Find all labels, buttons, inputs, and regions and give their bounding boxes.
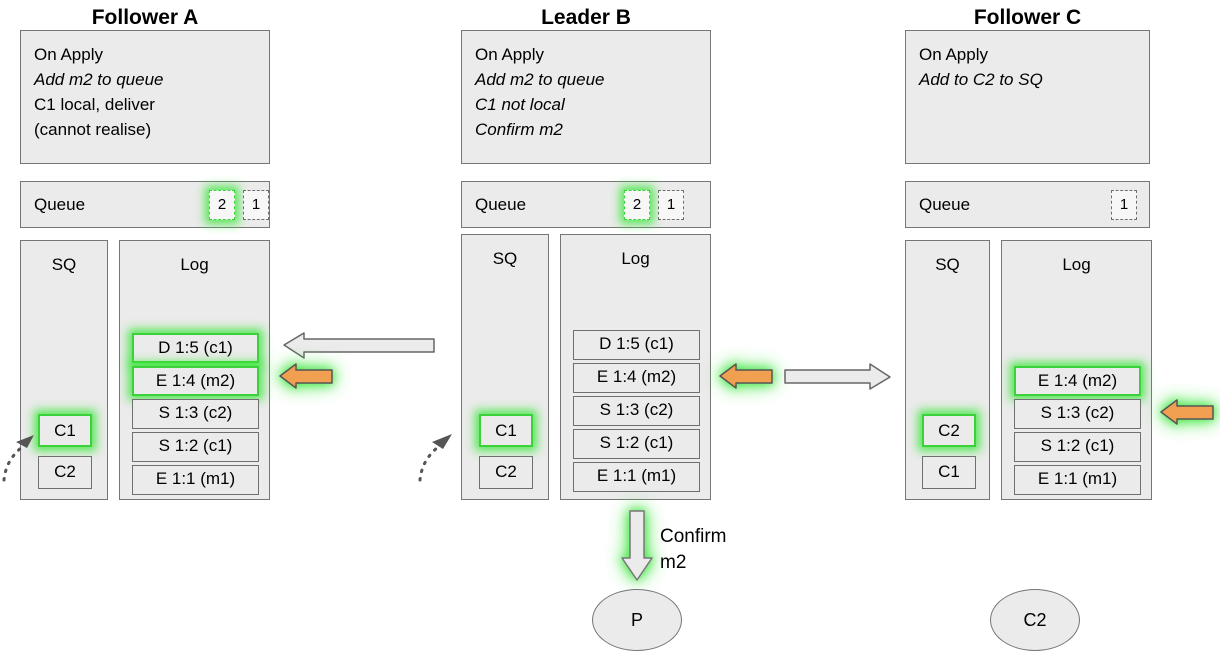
sq-item: C1 [922,456,976,489]
sq-title: SQ [492,249,518,268]
confirm-arrow-down [621,510,653,581]
log-entry: S 1:2 (c1) [573,429,700,459]
producer-node: P [592,589,682,651]
queue-item: 1 [658,189,684,220]
log-panel-leader-b: Log D 1:5 (c1) E 1:4 (m2) S 1:3 (c2) S 1… [560,234,711,500]
apply-arrow-follower-c [1160,399,1214,425]
on-apply-line: On Apply [34,45,103,64]
on-apply-panel-follower-c: On Apply Add to C2 to SQ [905,30,1150,164]
on-apply-line: On Apply [919,45,988,64]
log-title: Log [621,249,650,268]
log-panel-follower-a: Log D 1:5 (c1) E 1:4 (m2) S 1:3 (c2) S 1… [119,240,270,500]
sq-panel-follower-c: SQ C2 C1 [905,240,990,500]
sq-item: C1 [479,414,533,447]
deliver-dotted-arrow-follower-a [2,435,34,482]
confirm-arrow-label: Confirm m2 [660,524,727,576]
log-entry: S 1:2 (c1) [1014,432,1141,462]
log-entry: S 1:3 (c2) [1014,399,1141,429]
column-title-follower-c: Follower C [973,6,1082,29]
queue-item: 2 [624,189,650,220]
log-entry: E 1:1 (m1) [132,465,259,495]
log-entry: S 1:3 (c2) [132,399,259,429]
on-apply-line: Add m2 to queue [475,70,605,89]
log-entry: E 1:1 (m1) [1014,465,1141,495]
on-apply-line: C1 not local [475,95,565,114]
apply-arrow-leader-b [719,363,773,389]
sq-panel-follower-a: SQ C1 C2 [20,240,108,500]
on-apply-line: Add to C2 to SQ [919,70,1043,89]
log-title: Log [180,255,209,274]
queue-panel-follower-c: Queue 1 [905,181,1150,228]
on-apply-line: Confirm m2 [475,120,563,139]
log-panel-follower-c: Log E 1:4 (m2) S 1:3 (c2) S 1:2 (c1) E 1… [1001,240,1152,500]
column-title-leader-b: Leader B [541,6,631,29]
queue-label: Queue [34,194,86,214]
log-entry: S 1:3 (c2) [573,396,700,426]
log-entry: D 1:5 (c1) [132,333,259,363]
sq-title: SQ [51,255,77,274]
sq-item: C1 [38,414,92,447]
confirm-label-line1: Confirm [660,526,727,547]
log-entry: E 1:4 (m2) [1014,366,1141,396]
queue-item: 2 [209,189,235,220]
log-entry: D 1:5 (c1) [573,330,700,360]
confirm-label-line2: m2 [660,552,687,573]
on-apply-line: (cannot realise) [34,120,152,139]
sq-item: C2 [479,456,533,489]
sq-item: C2 [38,456,92,489]
sq-panel-leader-b: SQ C1 C2 [461,234,549,500]
replicate-arrow-to-follower-c [784,363,891,390]
queue-panel-follower-a: Queue 2 1 [20,181,270,228]
on-apply-line: On Apply [475,45,544,64]
apply-arrow-follower-a [279,363,333,389]
sq-title: SQ [935,255,960,274]
sq-item: C2 [922,414,976,447]
on-apply-panel-leader-b: On Apply Add m2 to queue C1 not local Co… [461,30,711,164]
queue-item: 1 [243,189,269,220]
log-entry: E 1:1 (m1) [573,462,700,492]
deliver-dotted-arrow-leader-b [418,434,452,482]
queue-label: Queue [475,194,527,214]
queue-panel-leader-b: Queue 2 1 [461,181,711,228]
log-title: Log [1062,255,1091,274]
consumer-node-c2: C2 [990,589,1080,651]
column-title-follower-a: Follower A [91,6,199,29]
replicate-arrow-to-follower-a [283,332,435,359]
on-apply-line: C1 local, deliver [34,95,155,114]
log-entry: E 1:4 (m2) [132,366,259,396]
log-entry: E 1:4 (m2) [573,363,700,393]
on-apply-line: Add m2 to queue [34,70,164,89]
queue-item: 1 [1111,189,1137,220]
on-apply-panel-follower-a: On Apply Add m2 to queue C1 local, deliv… [20,30,270,164]
queue-label: Queue [919,194,971,214]
log-entry: S 1:2 (c1) [132,432,259,462]
